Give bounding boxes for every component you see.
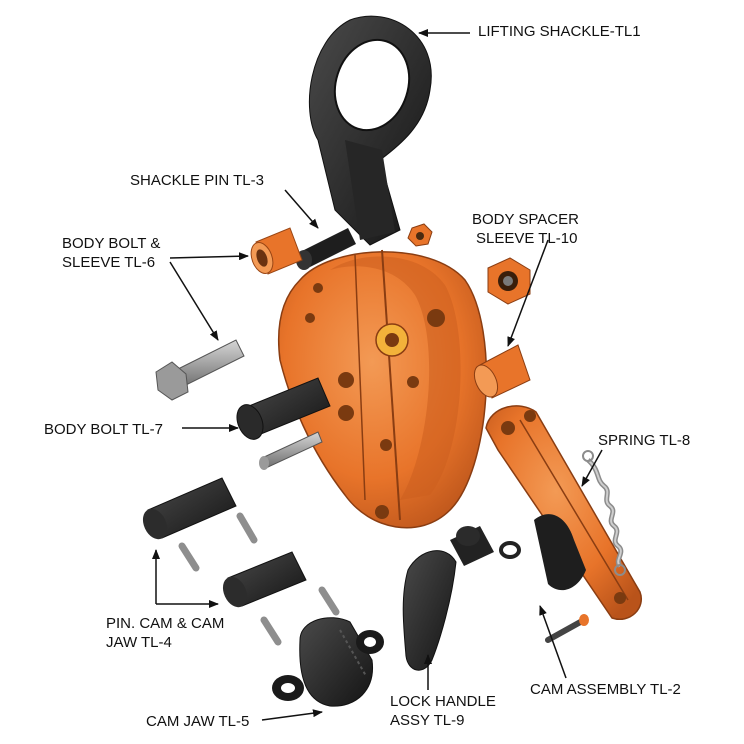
body-bolt-part [236, 377, 331, 470]
lock-handle-part [402, 526, 521, 671]
cam-assembly-part [485, 405, 643, 643]
spring-part [582, 450, 626, 576]
cam-pin-lower-part [222, 551, 307, 608]
label-body-bolt-sleeve: BODY BOLT & SLEEVE TL-6 [62, 235, 161, 271]
arrow-cam-assembly [539, 605, 567, 679]
label-cam-jaw: CAM JAW TL-5 [146, 713, 250, 730]
label-body-bolt: BODY BOLT TL-7 [44, 421, 163, 438]
arrow-spring [581, 449, 603, 487]
body-bolt-steel-part [155, 339, 245, 401]
arrow-body-bolt-sleeve-b [169, 261, 219, 341]
lifting-shackle-part [308, 15, 432, 246]
arrow-body-spacer-sleeve [507, 239, 549, 347]
leader-arrows [152, 29, 603, 721]
label-pin-cam-jaw: PIN. CAM & CAM JAW TL-4 [106, 615, 225, 651]
label-body-spacer-sleeve: BODY SPACER SLEEVE TL-10 [472, 211, 579, 247]
arrow-cam-jaw [261, 709, 323, 721]
body-spacer-nut-part [487, 257, 531, 305]
label-lifting-shackle: LIFTING SHACKLE-TL1 [478, 23, 641, 40]
cam-jaw-part [272, 617, 384, 707]
nut-part [407, 223, 433, 247]
body-spacer-sleeve-part [473, 344, 531, 399]
arrow-shackle-pin [284, 189, 319, 229]
label-spring: SPRING TL-8 [598, 432, 691, 449]
arrow-body-bolt-sleeve-a [169, 252, 249, 261]
roll-pins-part [178, 512, 340, 646]
label-lock-handle: LOCK HANDLE ASSY TL-9 [390, 693, 496, 729]
label-cam-assembly: CAM ASSEMBLY TL-2 [530, 681, 681, 698]
cam-pin-upper-part [142, 477, 237, 540]
body-bolt-sleeve-part [250, 227, 303, 275]
label-shackle-pin: SHACKLE PIN TL-3 [130, 172, 264, 189]
body-plates-part [277, 249, 488, 529]
